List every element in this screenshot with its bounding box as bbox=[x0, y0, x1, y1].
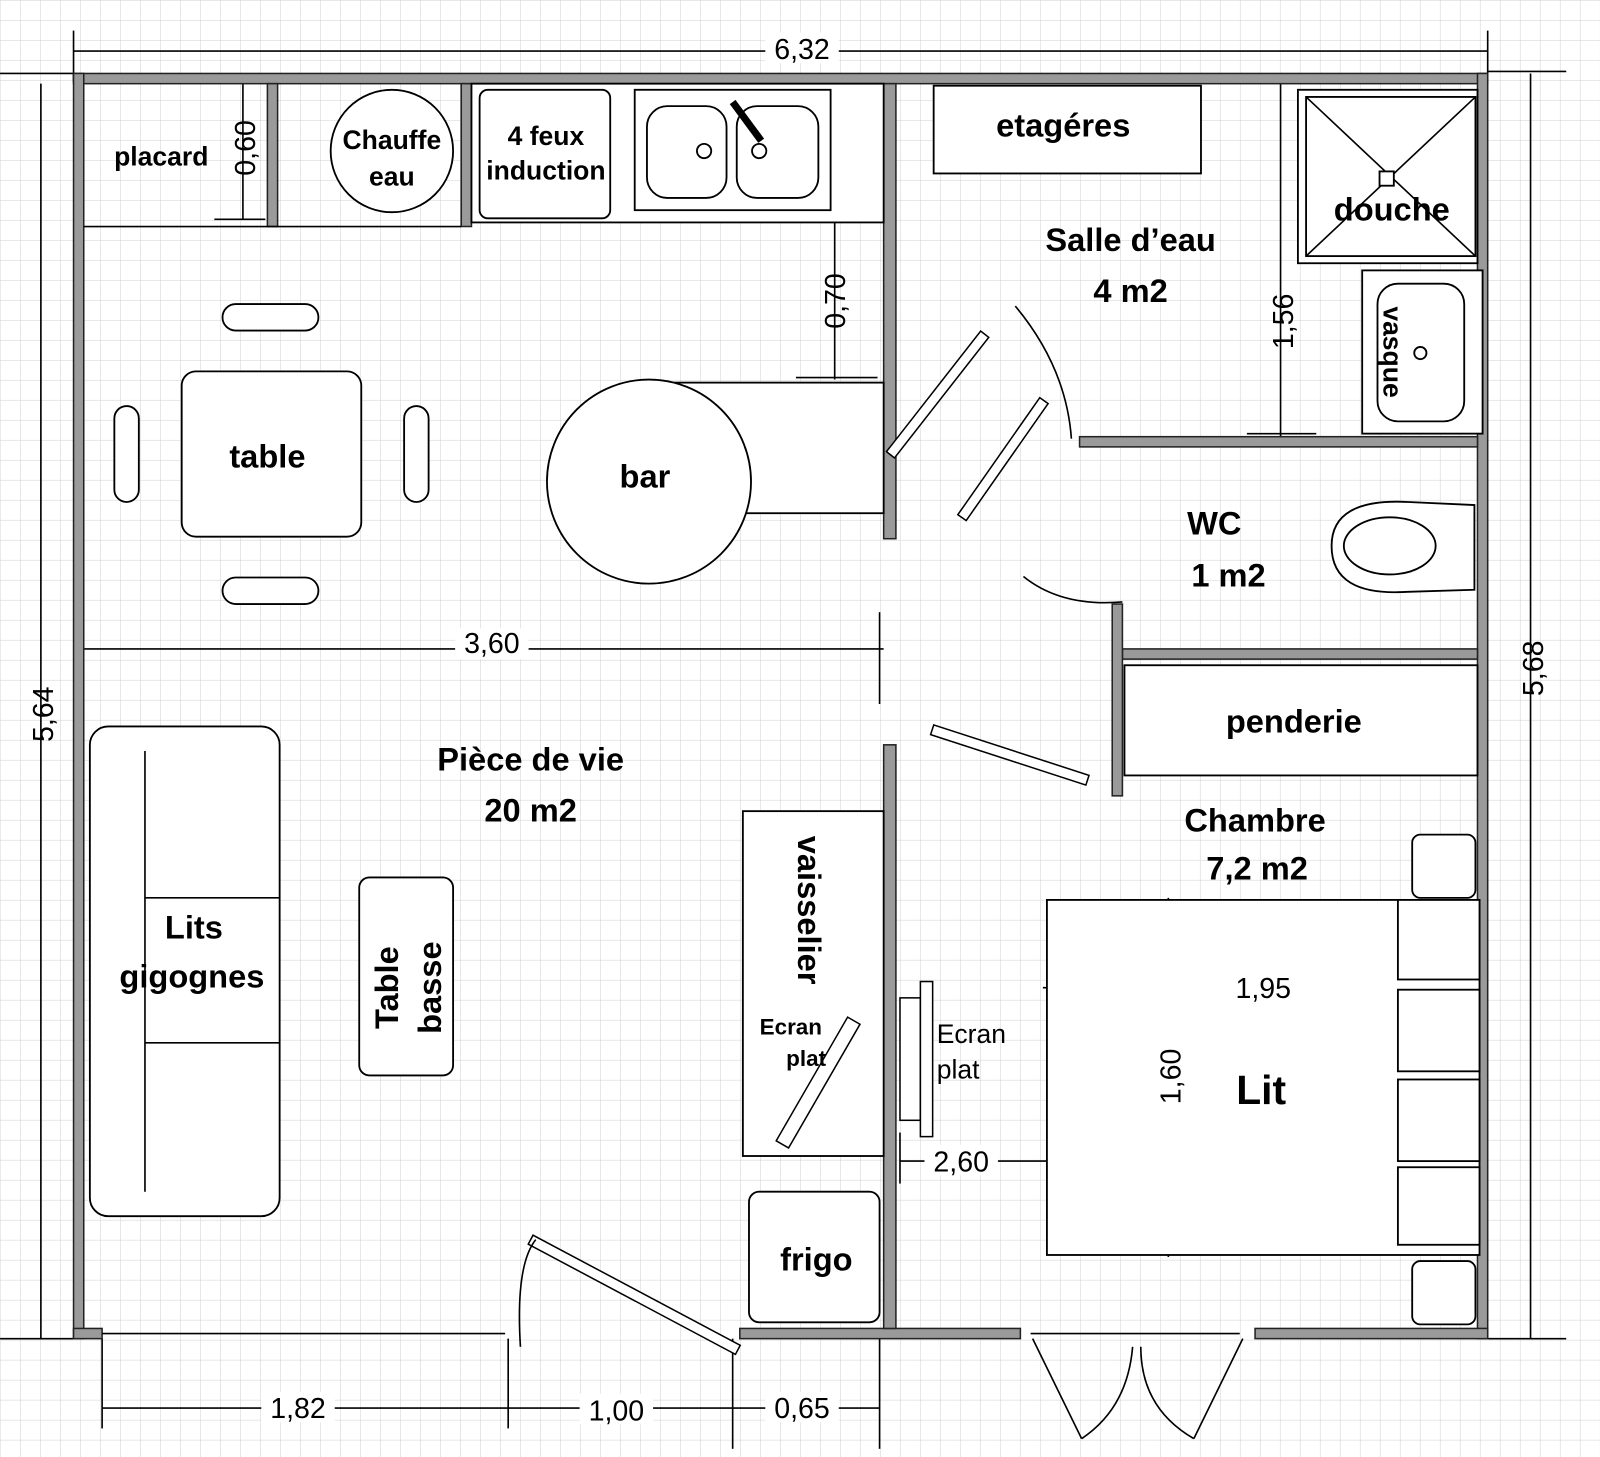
living-room-area: 20 m2 bbox=[484, 791, 577, 828]
french-doors bbox=[1031, 1338, 1244, 1440]
bathroom-area: 4 m2 bbox=[1093, 272, 1167, 309]
shower-label: douche bbox=[1334, 190, 1450, 227]
bed-label: Lit bbox=[1236, 1067, 1286, 1113]
dim-total-height-left: 5,64 bbox=[28, 686, 60, 742]
wc-area: 1 m2 bbox=[1191, 557, 1265, 594]
dim-bed-width: 1,60 bbox=[1156, 1049, 1188, 1105]
dimension-labels: 6,32 5,64 5,68 0,60 0,70 3,60 1,56 1,95 … bbox=[28, 32, 1550, 1427]
labels: placard Chauffe eau 4 feux induction tab… bbox=[114, 107, 1450, 1278]
water-heater-label-1: Chauffe bbox=[343, 125, 442, 155]
dim-bathroom-depth: 1,56 bbox=[1268, 294, 1300, 350]
kitchen-counter bbox=[470, 82, 885, 224]
water-heater bbox=[329, 88, 455, 214]
dim-total-height-right: 5,68 bbox=[1518, 641, 1550, 697]
toilet bbox=[1330, 500, 1476, 594]
dim-bed-length: 1,95 bbox=[1235, 973, 1291, 1005]
water-heater-label-2: eau bbox=[369, 162, 415, 192]
tv-living-label-2: plat bbox=[786, 1046, 826, 1071]
dim-living-width: 3,60 bbox=[464, 628, 520, 660]
dim-bottom-right: 0,65 bbox=[774, 1393, 830, 1425]
dim-bottom-door: 1,00 bbox=[589, 1395, 645, 1427]
tv-bedroom-label-1: Ecran bbox=[937, 1019, 1006, 1049]
fridge-label: frigo bbox=[780, 1240, 852, 1277]
dim-placard-depth: 0,60 bbox=[230, 120, 262, 176]
bathroom-door bbox=[885, 305, 1073, 460]
bar-label: bar bbox=[620, 458, 671, 495]
sofa-bed-label-1: Lits bbox=[165, 909, 223, 946]
coffee-table-label-2: basse bbox=[411, 941, 448, 1034]
living-room-name: Pièce de vie bbox=[437, 740, 624, 777]
fridge bbox=[748, 1190, 881, 1324]
tv-bedroom-label-2: plat bbox=[937, 1054, 980, 1084]
tv-living-label-1: Ecran bbox=[760, 1015, 822, 1040]
bedroom-door bbox=[929, 723, 1090, 787]
shelves-label: etagéres bbox=[996, 107, 1130, 144]
dining-table bbox=[113, 303, 430, 605]
bed bbox=[1045, 833, 1481, 1326]
entrance-door bbox=[518, 1234, 742, 1356]
bedroom-area: 7,2 m2 bbox=[1206, 850, 1308, 887]
dim-bottom-left: 1,82 bbox=[270, 1393, 326, 1425]
tv-bedroom bbox=[899, 980, 934, 1138]
table-label: table bbox=[229, 437, 305, 474]
coffee-table bbox=[358, 876, 455, 1077]
wc-door bbox=[956, 396, 1123, 604]
sofa-bed-label-2: gigognes bbox=[119, 958, 264, 995]
dim-total-width: 6,32 bbox=[774, 34, 830, 66]
dresser-label: vaisselier bbox=[791, 836, 828, 985]
walls bbox=[72, 72, 1489, 1340]
bar bbox=[546, 378, 885, 585]
dim-bedroom-width: 2,60 bbox=[933, 1146, 989, 1178]
wc-name: WC bbox=[1187, 505, 1241, 542]
bathroom-name: Salle d’eau bbox=[1045, 221, 1215, 258]
shower bbox=[1296, 88, 1479, 265]
bedroom-name: Chambre bbox=[1184, 802, 1325, 839]
doors bbox=[518, 305, 1244, 1440]
cooktop-label-2: induction bbox=[486, 156, 605, 186]
shelves bbox=[932, 84, 1202, 175]
tv-living bbox=[775, 1016, 862, 1150]
placard-label: placard bbox=[114, 141, 208, 171]
wardrobe-label: penderie bbox=[1226, 703, 1362, 740]
basin-label: vasque bbox=[1378, 306, 1408, 397]
sofa-bed bbox=[88, 725, 281, 1218]
dim-kitchen-clearance: 0,70 bbox=[820, 273, 852, 329]
basin bbox=[1361, 269, 1484, 435]
coffee-table-label-1: Table bbox=[368, 946, 405, 1029]
wardrobe bbox=[1123, 664, 1479, 777]
cooktop-label-1: 4 feux bbox=[508, 121, 585, 151]
